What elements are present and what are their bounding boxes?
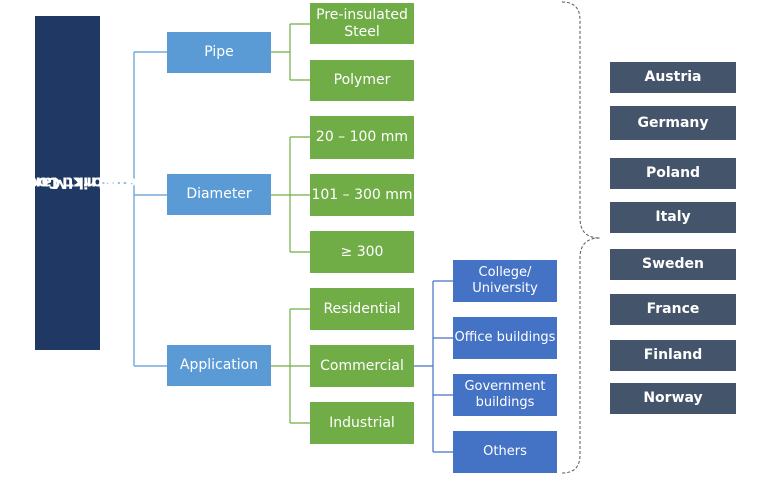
diameter-101-300: 101 – 300 mm [310, 174, 414, 216]
segment-pipe: Pipe [167, 32, 271, 73]
application-industrial: Industrial [310, 402, 414, 444]
country-finland: Finland [610, 340, 736, 371]
curly-brace [561, 1, 601, 474]
diameter-20-100: 20 – 100 mm [310, 116, 414, 159]
country-italy: Italy [610, 202, 736, 233]
country-poland: Poland [610, 158, 736, 189]
segment-application: Application [167, 345, 271, 386]
market-title-box: Europe District Cooling PipelineNetwork … [0, 16, 201, 350]
country-france: France [610, 294, 736, 325]
application-commercial: Commercial [310, 345, 414, 387]
country-sweden: Sweden [610, 249, 736, 280]
diameter-300-plus: ≥ 300 [310, 231, 414, 273]
country-germany: Germany [610, 106, 736, 140]
pipe-pre-insulated-steel: Pre-insulated Steel [310, 3, 414, 44]
pipe-polymer: Polymer [310, 60, 414, 101]
commercial-government-buildings: Government buildings [453, 374, 557, 416]
segment-diameter: Diameter [167, 174, 271, 215]
application-residential: Residential [310, 288, 414, 330]
country-norway: Norway [610, 383, 736, 414]
commercial-college-university: College/ University [453, 260, 557, 302]
commercial-office-buildings: Office buildings [453, 317, 557, 359]
commercial-others: Others [453, 431, 557, 473]
country-austria: Austria [610, 62, 736, 93]
